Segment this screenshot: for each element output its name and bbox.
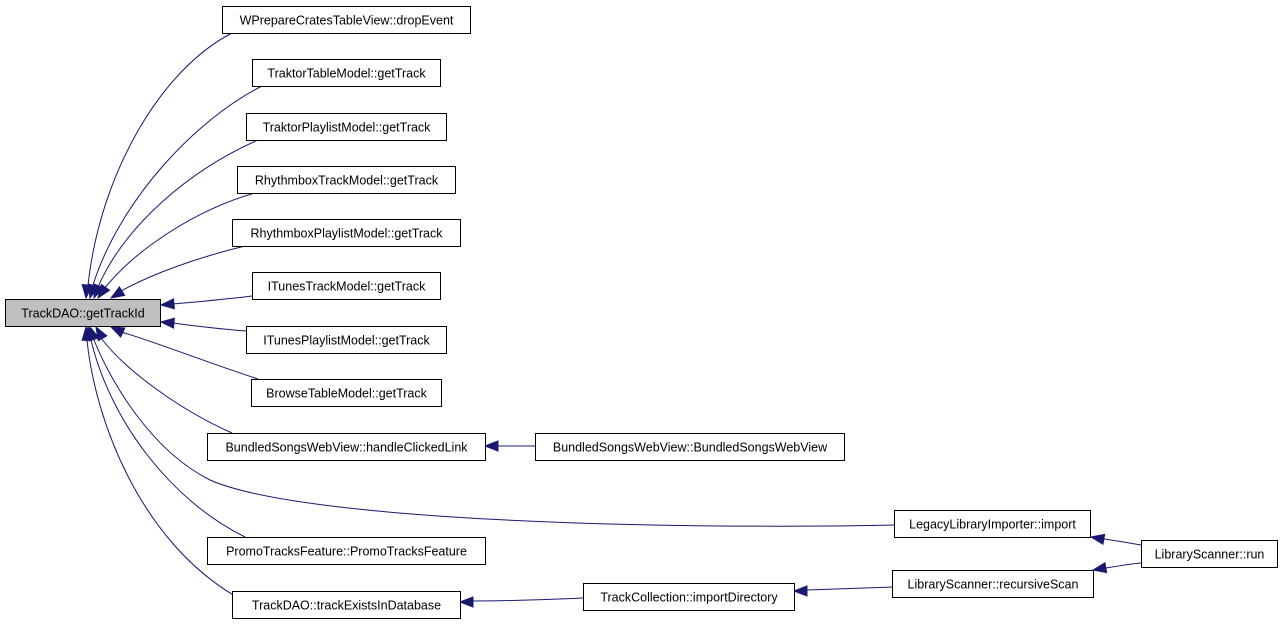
node-n9[interactable]: BundledSongsWebView::handleClickedLink [207, 433, 486, 461]
edge-n1-to-root [87, 32, 233, 286]
node-label: ITunesPlaylistModel::getTrack [263, 334, 430, 348]
node-label: BundledSongsWebView::BundledSongsWebView [553, 441, 828, 455]
node-box [251, 379, 442, 407]
edge-n4-to-root [103, 192, 256, 290]
node-box [252, 272, 441, 300]
node-box [246, 113, 447, 141]
arrowhead-n8-to-root [109, 326, 126, 338]
node-label: TraktorTableModel::getTrack [267, 67, 426, 81]
node-n14[interactable]: TrackCollection::importDirectory [583, 583, 795, 611]
node-label: TrackDAO::getTrackId [21, 307, 144, 321]
edge-n13-to-root [86, 339, 236, 597]
edge-n3-to-root [97, 139, 259, 288]
node-box [1141, 540, 1278, 568]
node-n2[interactable]: TraktorTableModel::getTrack [252, 59, 441, 87]
node-n12[interactable]: PromoTracksFeature::PromoTracksFeature [207, 537, 486, 565]
arrowhead-n5-to-root [109, 285, 126, 299]
node-label: RhythmboxTrackModel::getTrack [255, 174, 439, 188]
node-label: LegacyLibraryImporter::import [909, 518, 1076, 532]
edge-n12-to-root [90, 339, 246, 538]
node-n5[interactable]: RhythmboxPlaylistModel::getTrack [232, 219, 461, 247]
node-box [232, 591, 461, 619]
node-n10[interactable]: BundledSongsWebView::BundledSongsWebView [535, 433, 845, 461]
edge-n16-to-n15 [1105, 562, 1142, 569]
node-label: BundledSongsWebView::handleClickedLink [225, 441, 468, 455]
node-n8[interactable]: BrowseTableModel::getTrack [251, 379, 442, 407]
node-box [892, 570, 1094, 598]
node-n7[interactable]: ITunesPlaylistModel::getTrack [246, 326, 447, 354]
edge-n11-to-root [93, 339, 895, 527]
node-n3[interactable]: TraktorPlaylistModel::getTrack [246, 113, 447, 141]
node-label: LibraryScanner::recursiveScan [908, 578, 1079, 592]
node-n15[interactable]: LibraryScanner::recursiveScan [892, 570, 1094, 598]
node-label: LibraryScanner::run [1155, 548, 1265, 562]
node-box [232, 219, 461, 247]
node-box [207, 537, 486, 565]
edge-n5-to-root [120, 245, 246, 292]
node-label: PromoTracksFeature::PromoTracksFeature [226, 545, 467, 559]
edge-n6-to-root [172, 295, 253, 305]
node-label: TraktorPlaylistModel::getTrack [263, 121, 432, 135]
edges-layer [81, 32, 1142, 608]
edge-n14-to-n13 [472, 597, 584, 602]
edge-n16-to-n11 [1103, 538, 1142, 546]
arrowhead-n13-to-root [81, 325, 93, 341]
arrowhead-n6-to-root [159, 298, 175, 310]
node-label: TrackDAO::trackExistsInDatabase [252, 599, 441, 613]
node-box [583, 583, 795, 611]
node-box [5, 299, 161, 327]
node-n6[interactable]: ITunesTrackModel::getTrack [252, 272, 441, 300]
arrowhead-n4-to-root [97, 283, 111, 300]
node-label: WPrepareCratesTableView::dropEvent [240, 14, 454, 28]
node-label: TrackCollection::importDirectory [600, 591, 778, 605]
node-n4[interactable]: RhythmboxTrackModel::getTrack [237, 166, 456, 194]
node-label: BrowseTableModel::getTrack [266, 387, 427, 401]
node-box [207, 433, 486, 461]
nodes-layer: TrackDAO::getTrackId WPrepareCratesTableV… [5, 6, 1278, 619]
node-n11[interactable]: LegacyLibraryImporter::import [894, 510, 1091, 538]
node-n16[interactable]: LibraryScanner::run [1141, 540, 1278, 568]
arrowhead-n7-to-root [159, 317, 175, 329]
node-root[interactable]: TrackDAO::getTrackId [5, 299, 161, 327]
edge-n9-to-root [100, 337, 233, 434]
node-label: RhythmboxPlaylistModel::getTrack [251, 227, 444, 241]
arrowhead-n16-to-n11 [1089, 533, 1106, 545]
node-box [222, 6, 471, 34]
arrowhead-n16-to-n15 [1091, 562, 1108, 574]
arrowhead-n14-to-n13 [458, 596, 474, 608]
edge-n15-to-n14 [806, 586, 893, 591]
edge-n8-to-root [120, 331, 259, 380]
edge-n2-to-root [92, 85, 263, 286]
node-box [894, 510, 1091, 538]
node-n13[interactable]: TrackDAO::trackExistsInDatabase [232, 591, 461, 619]
node-box [252, 59, 441, 87]
edge-n7-to-root [172, 322, 247, 332]
node-box [237, 166, 456, 194]
arrowhead-n15-to-n14 [792, 585, 808, 597]
node-box [535, 433, 845, 461]
node-box [246, 326, 447, 354]
node-n1[interactable]: WPrepareCratesTableView::dropEvent [222, 6, 471, 34]
node-label: ITunesTrackModel::getTrack [268, 280, 426, 294]
arrowhead-n10-to-n9 [483, 440, 499, 452]
